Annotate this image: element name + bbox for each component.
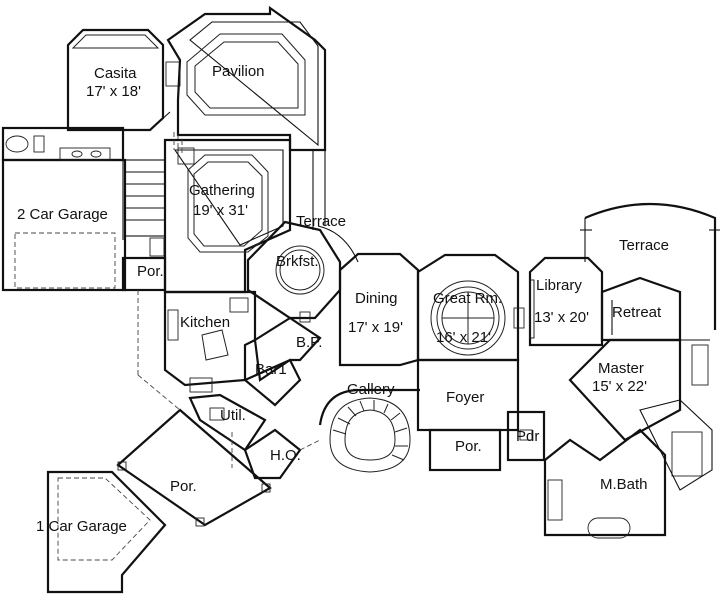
por-side-area <box>116 408 272 527</box>
label-gathering: Gathering <box>189 182 255 199</box>
label-dining: Dining <box>355 290 398 307</box>
label-garage-2car: 2 Car Garage <box>17 206 108 223</box>
label-pdr: Pdr <box>516 428 539 445</box>
label-ho: H.O. <box>270 447 301 464</box>
dim-master: 15' x 22' <box>592 378 647 395</box>
label-por-side: Por. <box>170 478 197 495</box>
label-library: Library <box>536 277 582 294</box>
label-terrace-right: Terrace <box>619 237 669 254</box>
label-kitchen: Kitchen <box>180 314 230 331</box>
dim-library: 13' x 20' <box>534 309 589 326</box>
label-garage-1car: 1 Car Garage <box>36 518 127 535</box>
dim-dining: 17' x 19' <box>348 319 403 336</box>
retreat-room <box>600 276 682 342</box>
bp-bar-area <box>242 311 322 407</box>
label-brkfst: Brkfst. <box>276 253 319 270</box>
label-bp: B.P. <box>296 334 322 351</box>
label-por-garage: Por. <box>137 263 164 280</box>
master-room <box>568 338 710 442</box>
garage-1car <box>46 470 167 594</box>
outline-dashed <box>137 140 321 451</box>
label-retreat: Retreat <box>612 304 662 321</box>
terrace-right-area <box>580 202 720 330</box>
pavilion-room <box>166 5 327 230</box>
label-terrace-left: Terrace <box>296 213 346 230</box>
label-foyer: Foyer <box>446 389 484 406</box>
label-master: Master <box>598 360 644 377</box>
label-bar: Bar1 <box>255 361 287 378</box>
label-mbath: M.Bath <box>600 476 648 493</box>
dining-room <box>338 252 420 367</box>
room-labels: Casita 17' x 18' Pavilion Gathering 19' … <box>17 63 669 535</box>
kitchen-room <box>163 290 257 393</box>
label-pavilion: Pavilion <box>212 63 265 80</box>
library-room <box>528 256 604 347</box>
dim-casita: 17' x 18' <box>86 83 141 100</box>
garage-2car <box>1 126 127 292</box>
label-great-rm: Great Rm. <box>433 290 502 307</box>
dim-gathering: 19' x 31' <box>193 202 248 219</box>
casita-room <box>66 28 181 132</box>
gallery-area <box>318 388 420 473</box>
label-casita: Casita <box>94 65 137 82</box>
master-bath <box>543 399 713 539</box>
label-gallery: Gallery <box>347 381 395 398</box>
foyer-area <box>416 358 546 472</box>
label-por-entry: Por. <box>455 438 482 455</box>
label-util: Util. <box>220 407 246 424</box>
dim-great-rm: 16' x 21' <box>436 329 491 346</box>
